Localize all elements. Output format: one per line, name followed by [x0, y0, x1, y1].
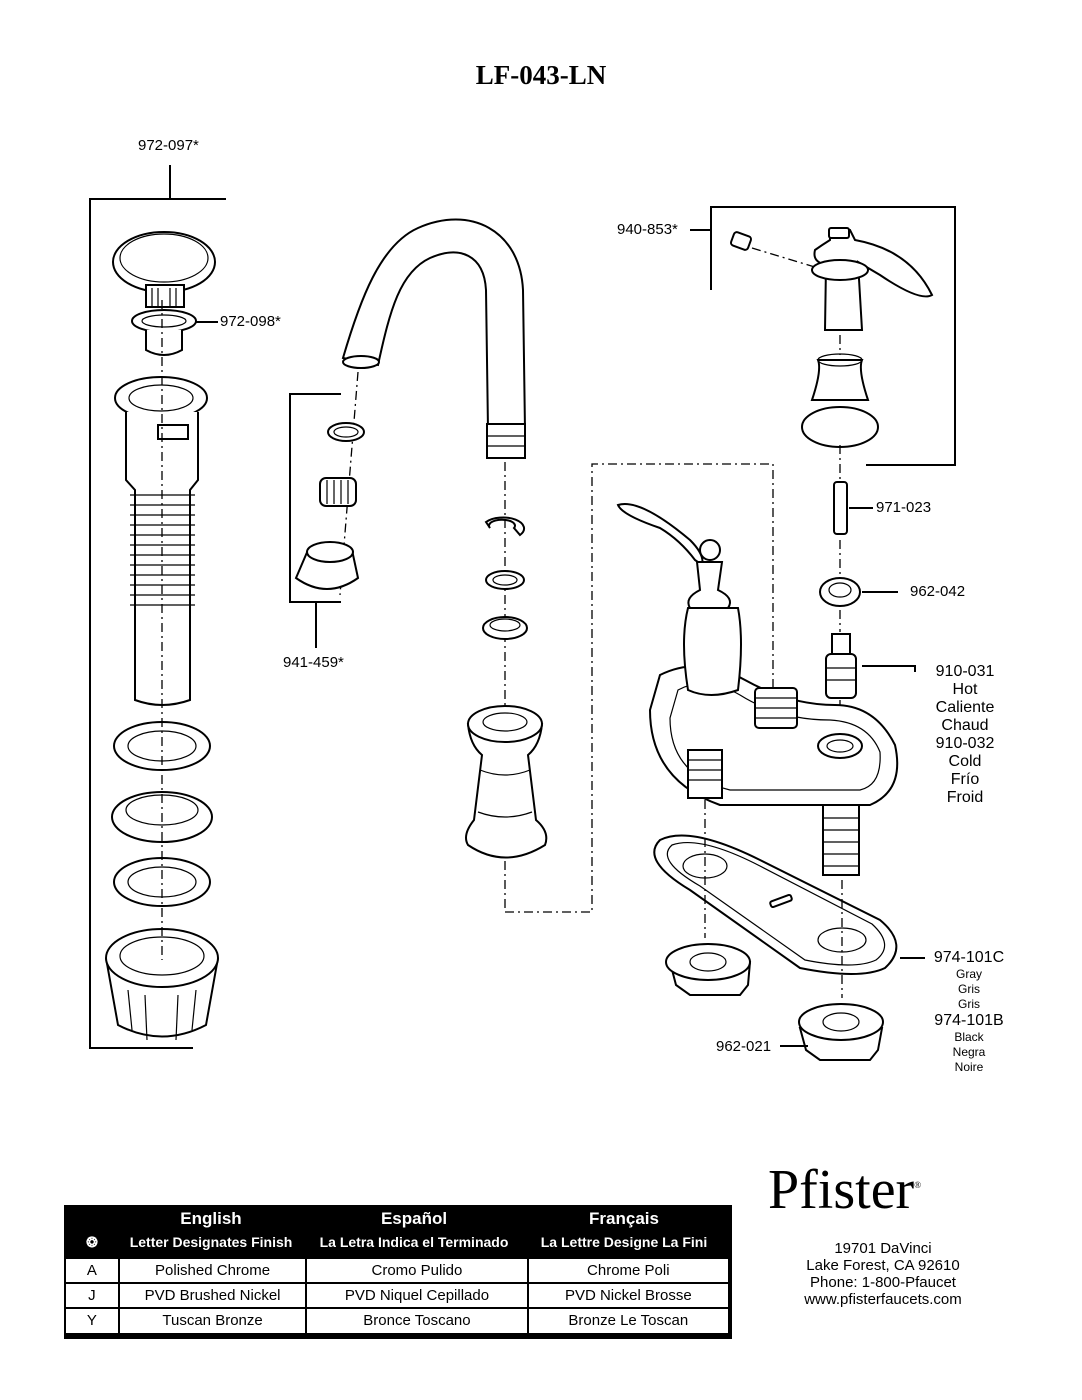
- page-title: LF-043-LN: [475, 60, 607, 90]
- label-screw: 971-023: [876, 499, 932, 516]
- right-port: [817, 733, 863, 759]
- aerator-insert: [319, 477, 357, 507]
- aerator-washer: [327, 422, 365, 442]
- finish-table: English Español Français ❂ Letter Design…: [64, 1205, 732, 1339]
- finish-subheader-english: Letter Designates Finish: [129, 1234, 293, 1250]
- label-cold-part: 910-032: [935, 735, 995, 752]
- label-gasket-black-fr: Noire: [954, 1060, 984, 1074]
- drain-bracket: [89, 198, 226, 1049]
- handle-screw: [833, 481, 848, 535]
- spout-drawing: [289, 218, 774, 913]
- label-cold-en: Cold: [948, 753, 982, 770]
- label-gasket-black-en: Black: [954, 1030, 984, 1044]
- finish-header-french: Français: [589, 1209, 659, 1228]
- finish-french: Chrome Poli: [528, 1259, 728, 1282]
- handle-kit-drawing: [690, 206, 956, 728]
- spout-clip: [484, 516, 525, 537]
- faucet-base-drawing: [616, 503, 925, 1061]
- set-screw: [729, 231, 753, 251]
- finish-spanish: PVD Niquel Cepillado: [307, 1284, 527, 1307]
- spout-washer: [482, 616, 528, 640]
- label-nut: 962-042: [910, 583, 966, 600]
- label-cold-fr: Froid: [946, 789, 984, 806]
- finish-english: PVD Brushed Nickel: [119, 1284, 306, 1307]
- finish-header-blank: [66, 1209, 118, 1231]
- finish-subheader-french: La Lettre Designe La Fini: [540, 1234, 708, 1250]
- stopper-stem: [145, 284, 185, 308]
- label-cold-es: Frío: [950, 771, 980, 788]
- stopper-cap: [112, 231, 216, 293]
- hot-cartridge-label: 910-031 Hot Caliente Chaud 910-032 Cold …: [915, 663, 1015, 807]
- bonnet-nut: [819, 577, 861, 607]
- left-lever-handle: [616, 503, 704, 567]
- stopper-clip: [145, 330, 183, 356]
- label-hot-part: 910-031: [935, 663, 995, 680]
- finish-spanish: Bronce Toscano: [307, 1309, 527, 1333]
- website-link[interactable]: www.pfisterfaucets.com: [804, 1291, 962, 1308]
- left-handle-body: [683, 607, 742, 696]
- label-hot-en: Hot: [952, 681, 978, 698]
- label-drain-assembly: 972-097*: [138, 137, 199, 154]
- label-gasket-black-part: 974-101B: [934, 1012, 1004, 1029]
- finish-symbol: ❂: [86, 1234, 98, 1250]
- drain-assembly-drawing: [89, 165, 226, 1049]
- spout-body: [341, 218, 527, 431]
- label-hot-fr: Chaud: [941, 717, 989, 734]
- table-row: Y Tuscan Bronze Bronce Toscano Bronze Le…: [66, 1309, 730, 1333]
- finish-header-spanish: Español: [380, 1209, 448, 1228]
- address-line-1: 19701 DaVinci: [834, 1240, 932, 1257]
- finish-header-english: English: [180, 1209, 242, 1228]
- spout-o-ring: [485, 570, 525, 590]
- spout-escutcheon: [465, 723, 548, 859]
- label-pop-up-stopper: 972-098*: [220, 313, 281, 330]
- label-hot-es: Caliente: [935, 699, 995, 716]
- phone-number: Phone: 1-800-Pfaucet: [810, 1274, 956, 1291]
- right-shank: [822, 804, 860, 876]
- valve-cartridge: [825, 653, 857, 699]
- finish-subheader-spanish: La Letra Indica el Terminado: [319, 1234, 509, 1250]
- finish-french: Bronze Le Toscan: [528, 1309, 728, 1333]
- cartridge-stem: [831, 633, 851, 655]
- label-handle-kit: 940-853*: [617, 221, 678, 238]
- address-line-2: Lake Forest, CA 92610: [806, 1257, 960, 1274]
- left-shank: [687, 749, 723, 799]
- finish-spanish: Cromo Pulido: [307, 1259, 527, 1282]
- drain-overflow-slot: [157, 424, 189, 440]
- finish-code: Y: [66, 1309, 118, 1333]
- pfister-logo: Pfister®: [768, 1158, 921, 1222]
- finish-table-subheader: ❂ Letter Designates Finish La Letra Indi…: [66, 1234, 730, 1256]
- logo-text: Pfister: [768, 1159, 915, 1221]
- label-aerator-kit: 941-459*: [283, 654, 344, 671]
- spout-base: [486, 423, 526, 459]
- finish-english: Tuscan Bronze: [119, 1309, 306, 1333]
- finish-code: J: [66, 1284, 118, 1307]
- finish-french: PVD Nickel Brosse: [528, 1284, 728, 1307]
- gasket-label: 974-101C Gray Gris Gris 974-101B Black N…: [919, 949, 1019, 1075]
- label-gasket-gray-fr: Gris: [958, 997, 980, 1011]
- spout-tip: [342, 355, 380, 369]
- finish-code: A: [66, 1259, 118, 1282]
- table-row: J PVD Brushed Nickel PVD Niquel Cepillad…: [66, 1284, 730, 1307]
- lever-handle: [813, 229, 934, 331]
- label-mounting-nut: 962-021: [716, 1038, 772, 1055]
- label-gasket-gray-es: Gris: [958, 982, 980, 996]
- finish-table-header: English Español Français: [66, 1209, 730, 1231]
- label-gasket-gray-en: Gray: [955, 967, 982, 981]
- label-gasket-black-es: Negra: [952, 1045, 986, 1059]
- finish-english: Polished Chrome: [119, 1259, 306, 1282]
- handle-kit-bracket: [710, 206, 956, 466]
- label-gasket-gray-part: 974-101C: [933, 949, 1005, 966]
- table-row: A Polished Chrome Cromo Pulido Chrome Po…: [66, 1259, 730, 1282]
- registered-mark: ®: [914, 1180, 922, 1190]
